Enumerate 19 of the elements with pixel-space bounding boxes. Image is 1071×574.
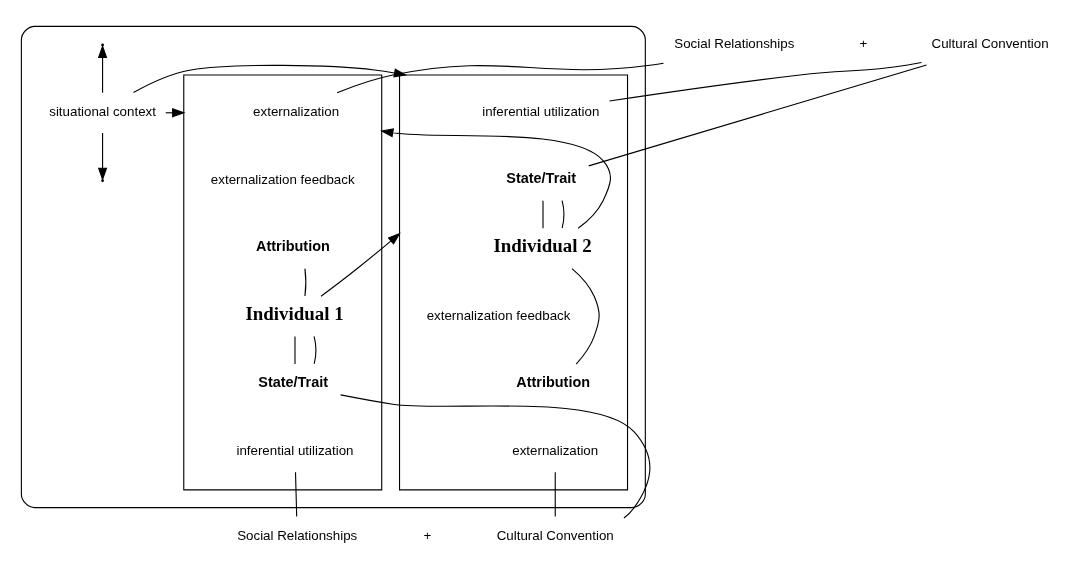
node-text: Social Relationships xyxy=(674,36,795,52)
node-text: externalization feedback xyxy=(210,172,355,188)
node-text: State/Trait xyxy=(506,170,577,187)
node-text: Attribution xyxy=(256,238,330,255)
label: + xyxy=(859,36,868,52)
node-text: externalization xyxy=(253,104,340,120)
node-text: Attribution xyxy=(516,373,591,390)
node-text: externalization xyxy=(512,443,599,459)
node-text: Social Relationships xyxy=(237,527,358,543)
node-text: Cultural Convention xyxy=(931,36,1049,52)
node-text: Individual 2 xyxy=(493,234,592,256)
node-text: inferential utilization xyxy=(236,443,354,459)
node-text: Individual 1 xyxy=(245,302,344,324)
node-text: situational context xyxy=(49,104,156,120)
node-text: Cultural Convention xyxy=(496,527,614,543)
node-text: State/Trait xyxy=(258,373,329,390)
label: + xyxy=(423,527,432,543)
node-text: inferential utilization xyxy=(482,104,600,120)
node-text: externalization feedback xyxy=(426,307,571,323)
